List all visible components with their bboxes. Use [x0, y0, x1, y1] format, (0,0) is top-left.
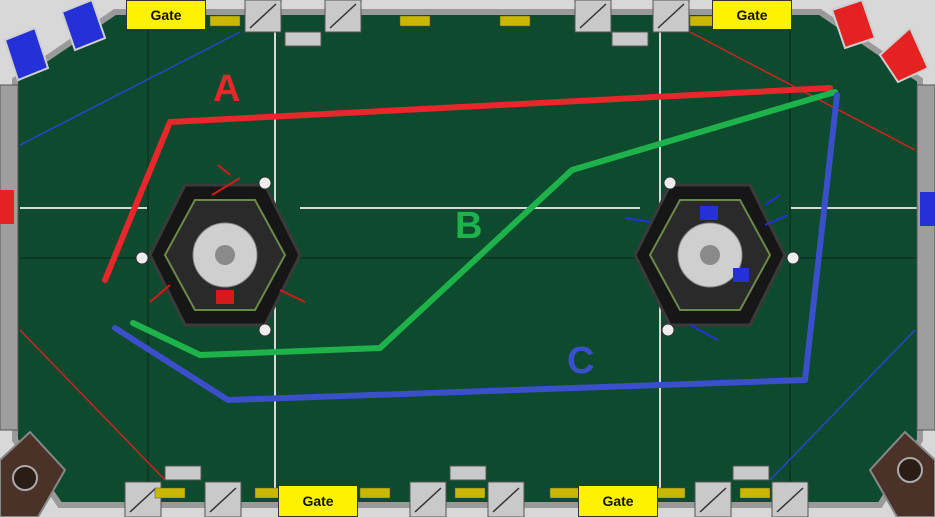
path-c-label: C [567, 340, 595, 382]
path-a-label: A [213, 68, 241, 110]
path-c-line [112, 92, 840, 403]
red-side-marker [0, 190, 14, 224]
path-a-line [102, 85, 833, 283]
center-goal-blue [624, 176, 800, 341]
blue-robot-marker [700, 206, 718, 220]
gate-label-bottom-right: Gate [578, 485, 658, 517]
corner-goal-left [0, 430, 67, 517]
gate-slashes [129, 3, 804, 513]
gate-label-top-right: Gate [712, 0, 792, 30]
blue-side-marker [920, 192, 935, 226]
gate-label-bottom-left: Gate [278, 485, 358, 517]
gate-label-top-left: Gate [126, 0, 206, 30]
corner-goal-right [868, 430, 935, 517]
side-walls [0, 84, 935, 431]
blue-alliance-station [3, 0, 107, 82]
center-goal-red [135, 164, 306, 337]
yellow-markers [154, 15, 771, 499]
red-alliance-station [830, 0, 930, 84]
red-robot-marker [216, 290, 234, 304]
path-b-label: B [455, 205, 483, 247]
path-b-line [130, 89, 838, 358]
